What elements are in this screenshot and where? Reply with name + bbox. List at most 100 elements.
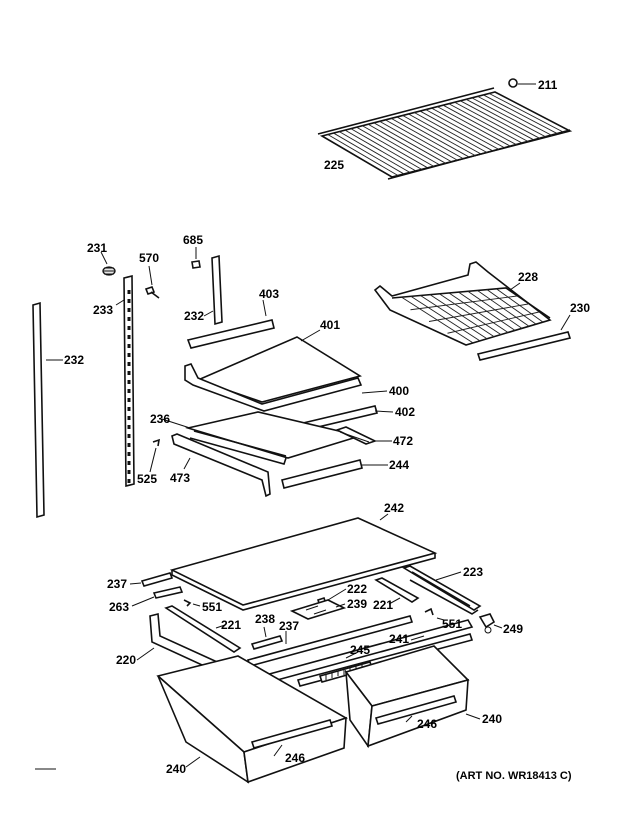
- label-220: 220: [116, 653, 136, 667]
- shelf-frame-400: [184, 363, 388, 412]
- shelf-wire: [390, 118, 464, 159]
- label-241: 241: [389, 632, 409, 646]
- shelf-wire: [362, 125, 434, 167]
- rail-slot: [127, 452, 131, 456]
- rail-slot: [127, 317, 131, 321]
- rail-slot: [127, 380, 131, 384]
- shelf-wire: [414, 112, 488, 153]
- shelf-wire: [344, 129, 416, 172]
- shelf-wire: [385, 119, 458, 161]
- cover-support-221-right: [374, 577, 420, 605]
- shelf-trim-230: [476, 314, 572, 361]
- shelf-wire: [419, 110, 494, 152]
- clip-551-right: [424, 607, 445, 621]
- label-240-left: 240: [166, 762, 186, 776]
- label-223: 223: [463, 565, 483, 579]
- shelf-wire: [402, 115, 476, 156]
- label-242: 242: [384, 501, 404, 515]
- label-233: 233: [93, 303, 113, 317]
- label-237-left: 237: [107, 577, 127, 591]
- rail-slot: [127, 290, 131, 294]
- label-232-left: 232: [64, 353, 84, 367]
- shelf-wire: [448, 103, 523, 144]
- shelf-wire: [437, 106, 511, 147]
- label-236: 236: [150, 412, 170, 426]
- part-labels: 211 225 231 233 570 685 232 232 403 401 …: [64, 78, 590, 782]
- label-211: 211: [538, 78, 558, 92]
- label-239: 239: [347, 597, 367, 611]
- label-473: 473: [170, 471, 190, 485]
- label-246-left: 246: [285, 751, 305, 765]
- rail-slot: [127, 344, 131, 348]
- label-246-right: 246: [417, 717, 437, 731]
- label-222: 222: [347, 582, 367, 596]
- rail-slot: [127, 389, 131, 393]
- clip-551-left: [183, 599, 201, 607]
- label-570: 570: [139, 251, 159, 265]
- label-263: 263: [109, 600, 129, 614]
- shelf-wire: [425, 109, 500, 150]
- cover-support-237-left: [129, 572, 174, 587]
- label-249: 249: [503, 622, 523, 636]
- label-685: 685: [183, 233, 203, 247]
- wire-shelf-225: [317, 87, 573, 180]
- cover-support-223: [402, 565, 482, 615]
- shelf-rail-232-left: [32, 301, 63, 519]
- rail-slot: [127, 461, 131, 465]
- label-403: 403: [259, 287, 279, 301]
- label-237-center: 237: [279, 619, 299, 633]
- shelf-wire: [489, 93, 565, 133]
- shelf-wire: [333, 132, 405, 175]
- shelf-support-233: [115, 274, 135, 488]
- shelf-wire: [327, 134, 399, 176]
- shelf-support-232-mid: [203, 254, 223, 326]
- rail-slot: [127, 479, 131, 483]
- rail-slot: [127, 470, 131, 474]
- rail-slot: [127, 443, 131, 447]
- cover-support-221-left: [164, 605, 242, 653]
- shelf-wire: [442, 104, 517, 146]
- rail-slot: [127, 308, 131, 312]
- shelf-trim-244: [281, 459, 388, 489]
- label-232-mid: 232: [184, 309, 204, 323]
- shelf-wire: [408, 113, 482, 155]
- label-525: 525: [137, 472, 157, 486]
- label-551-right: 551: [442, 617, 462, 631]
- screw-570: [144, 265, 160, 299]
- label-472: 472: [393, 434, 413, 448]
- clip-525: [149, 438, 161, 473]
- shelf-wire: [471, 97, 547, 138]
- label-238: 238: [255, 612, 275, 626]
- label-230: 230: [570, 301, 590, 315]
- shelf-wire: [367, 123, 440, 166]
- shelf-wire: [454, 101, 529, 143]
- shelf-frame-473: [171, 433, 271, 498]
- rail-slot: [127, 434, 131, 438]
- shelf-wire: [428, 303, 529, 322]
- label-231: 231: [87, 241, 107, 255]
- bumper-231: [100, 251, 116, 276]
- rail-slot: [127, 299, 131, 303]
- shelf-wire: [447, 311, 540, 334]
- wire-shelf-228: [373, 261, 552, 346]
- cover-trim-263: [131, 586, 184, 607]
- shelf-wire: [465, 98, 541, 140]
- label-221-left: 221: [221, 618, 241, 632]
- shelf-wire: [379, 120, 452, 163]
- rail-slot: [127, 353, 131, 357]
- shelf-wire: [356, 126, 428, 169]
- rail-slot: [127, 398, 131, 402]
- shelf-wire: [477, 96, 553, 136]
- rail-slot: [127, 371, 131, 375]
- shelf-wire: [483, 94, 559, 135]
- bracket-239: [289, 599, 347, 620]
- screw-685: [191, 247, 201, 269]
- cover-support-238: [250, 626, 284, 650]
- label-240-right: 240: [482, 712, 502, 726]
- shelf-wire: [410, 295, 518, 311]
- shelf-wire: [396, 116, 470, 158]
- shelf-wire: [350, 128, 422, 170]
- label-244: 244: [389, 458, 409, 472]
- cam-249: [478, 613, 503, 634]
